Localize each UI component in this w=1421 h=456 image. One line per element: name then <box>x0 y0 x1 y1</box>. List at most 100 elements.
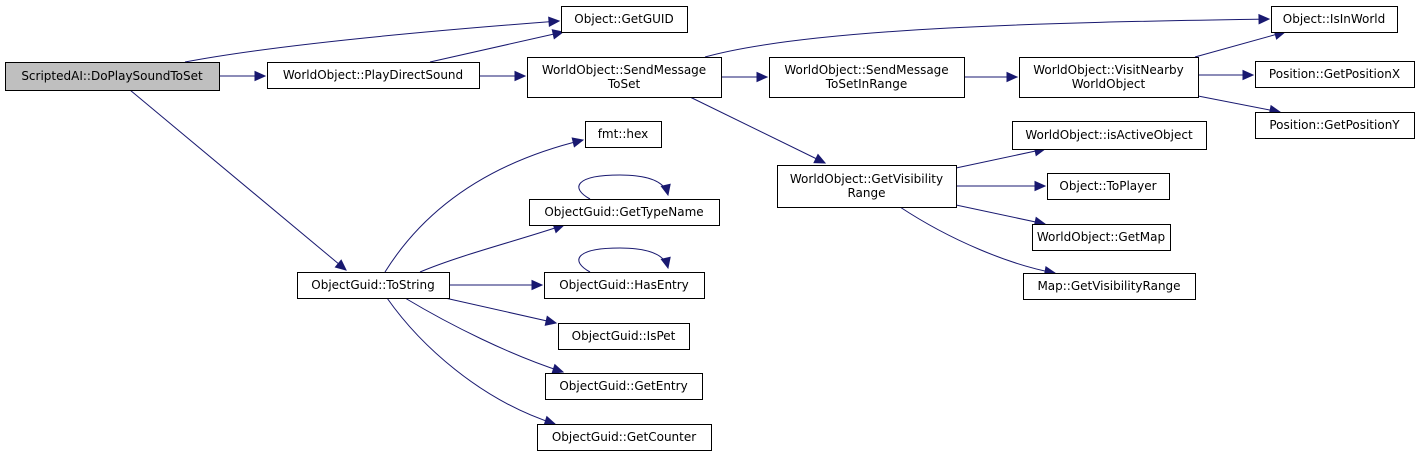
node-label: Position::GetPositionY <box>1269 118 1400 132</box>
node-label: Object::IsInWorld <box>1283 12 1386 26</box>
edge-getVisibilityRange-to-toPlayer <box>956 180 1047 192</box>
arrowhead-icon <box>1258 13 1271 25</box>
node-box <box>527 57 722 98</box>
node-label: Position::GetPositionX <box>1269 67 1400 81</box>
edge-line <box>578 174 669 200</box>
arrowhead-icon <box>548 16 561 28</box>
arrowhead-icon <box>543 415 557 426</box>
node-fmtHex[interactable]: fmt::hex <box>585 121 662 148</box>
arrowhead-icon <box>813 153 827 164</box>
node-label: ScriptedAI::DoPlaySoundToSet <box>21 69 203 83</box>
node-getMap[interactable]: WorldObject::GetMap <box>1032 224 1171 251</box>
node-box <box>1012 121 1207 150</box>
node-label: fmt::hex <box>598 127 649 141</box>
arrowhead-icon <box>660 256 671 270</box>
arrowhead-icon <box>544 315 558 326</box>
arrowhead-icon <box>1242 69 1255 81</box>
arrowhead-icon <box>531 279 544 291</box>
node-toString[interactable]: ObjectGuid::ToString <box>297 272 450 299</box>
arrowhead-icon <box>254 70 267 82</box>
node-getPositionX[interactable]: Position::GetPositionX <box>1255 61 1415 88</box>
node-box <box>558 323 690 350</box>
node-label: ToSet <box>607 77 641 91</box>
edge-line <box>404 297 564 373</box>
node-box <box>1032 224 1171 251</box>
node-box <box>5 62 220 91</box>
node-playDirectSound[interactable]: WorldObject::PlayDirectSound <box>267 62 480 89</box>
node-mapGetVisibilityRange[interactable]: Map::GetVisibilityRange <box>1023 273 1196 300</box>
node-box <box>1255 61 1415 88</box>
arrowhead-icon <box>551 29 565 40</box>
node-label: WorldObject::GetMap <box>1037 230 1165 244</box>
node-label: Object::GetGUID <box>574 12 673 26</box>
edge-sendMessageToSetInRange-to-visitNearbyWorldObject <box>964 71 1019 83</box>
edge-getTypeName-to-getTypeName <box>578 174 671 200</box>
edge-line <box>1197 95 1281 113</box>
node-label: ObjectGuid::IsPet <box>572 329 676 343</box>
arrowhead-icon <box>1006 71 1019 83</box>
edge-getVisibilityRange-to-mapGetVisibilityRange <box>899 206 1057 277</box>
node-label: ObjectGuid::GetCounter <box>552 430 696 444</box>
edge-sendMessageToSet-to-isInWorld <box>704 13 1271 58</box>
node-getVisibilityRange[interactable]: WorldObject::GetVisibilityRange <box>777 165 957 208</box>
node-box <box>1255 112 1415 139</box>
node-box <box>1019 57 1199 98</box>
node-getEntry[interactable]: ObjectGuid::GetEntry <box>545 373 703 400</box>
edge-playDirectSound-to-sendMessageToSet <box>479 70 527 82</box>
node-getGUID[interactable]: Object::GetGUID <box>561 6 688 33</box>
node-isInWorld[interactable]: Object::IsInWorld <box>1271 6 1398 33</box>
edge-line <box>955 148 1046 169</box>
node-label: WorldObject::SendMessage <box>542 63 706 77</box>
node-isActiveObject[interactable]: WorldObject::isActiveObject <box>1012 121 1207 150</box>
edge-root-to-getGUID <box>184 16 561 63</box>
node-getCounter[interactable]: ObjectGuid::GetCounter <box>537 424 712 451</box>
node-label: Range <box>847 186 885 200</box>
node-label: ObjectGuid::ToString <box>311 278 434 292</box>
node-toPlayer[interactable]: Object::ToPlayer <box>1047 173 1170 200</box>
arrowhead-icon <box>1034 180 1047 192</box>
node-label: WorldObject::isActiveObject <box>1025 128 1193 142</box>
node-box <box>561 6 688 33</box>
node-label: WorldObject::PlayDirectSound <box>283 68 463 82</box>
arrowhead-icon <box>660 183 671 197</box>
edge-line <box>955 204 1046 225</box>
node-getPositionY[interactable]: Position::GetPositionY <box>1255 112 1415 139</box>
edge-line <box>689 96 826 164</box>
node-getTypeName[interactable]: ObjectGuid::GetTypeName <box>529 199 720 226</box>
edge-sendMessageToSet-to-sendMessageToSetInRange <box>721 71 769 83</box>
edge-line <box>386 297 556 425</box>
arrowhead-icon <box>334 259 347 271</box>
edge-line <box>129 89 347 271</box>
edge-line <box>444 297 557 324</box>
node-label: ToSetInRange <box>825 77 908 91</box>
edge-toString-to-getTypeName <box>419 223 566 273</box>
node-label: Object::ToPlayer <box>1059 179 1156 193</box>
edge-getVisibilityRange-to-getMap <box>955 204 1047 227</box>
node-label: WorldObject::GetVisibility <box>790 172 943 186</box>
edge-line <box>184 20 560 63</box>
node-box <box>769 57 965 98</box>
edge-toString-to-getEntry <box>404 297 565 374</box>
node-label: WorldObject::SendMessage <box>784 63 948 77</box>
node-box <box>544 272 705 299</box>
arrowhead-icon <box>551 363 565 374</box>
node-isPet[interactable]: ObjectGuid::IsPet <box>558 323 690 350</box>
edge-root-to-toString <box>129 89 347 271</box>
arrowhead-icon <box>514 70 527 82</box>
edge-line <box>704 18 1270 58</box>
edge-line <box>578 247 669 273</box>
edge-line <box>899 206 1056 274</box>
node-box <box>537 424 712 451</box>
node-root[interactable]: ScriptedAI::DoPlaySoundToSet <box>5 62 220 91</box>
node-label: ObjectGuid::HasEntry <box>559 278 689 292</box>
edge-playDirectSound-to-getGUID <box>429 29 565 63</box>
node-label: Map::GetVisibilityRange <box>1037 279 1180 293</box>
edge-toString-to-fmtHex <box>384 137 585 273</box>
node-hasEntry[interactable]: ObjectGuid::HasEntry <box>544 272 705 299</box>
edge-visitNearbyWorldObject-to-getPositionY <box>1197 95 1282 116</box>
